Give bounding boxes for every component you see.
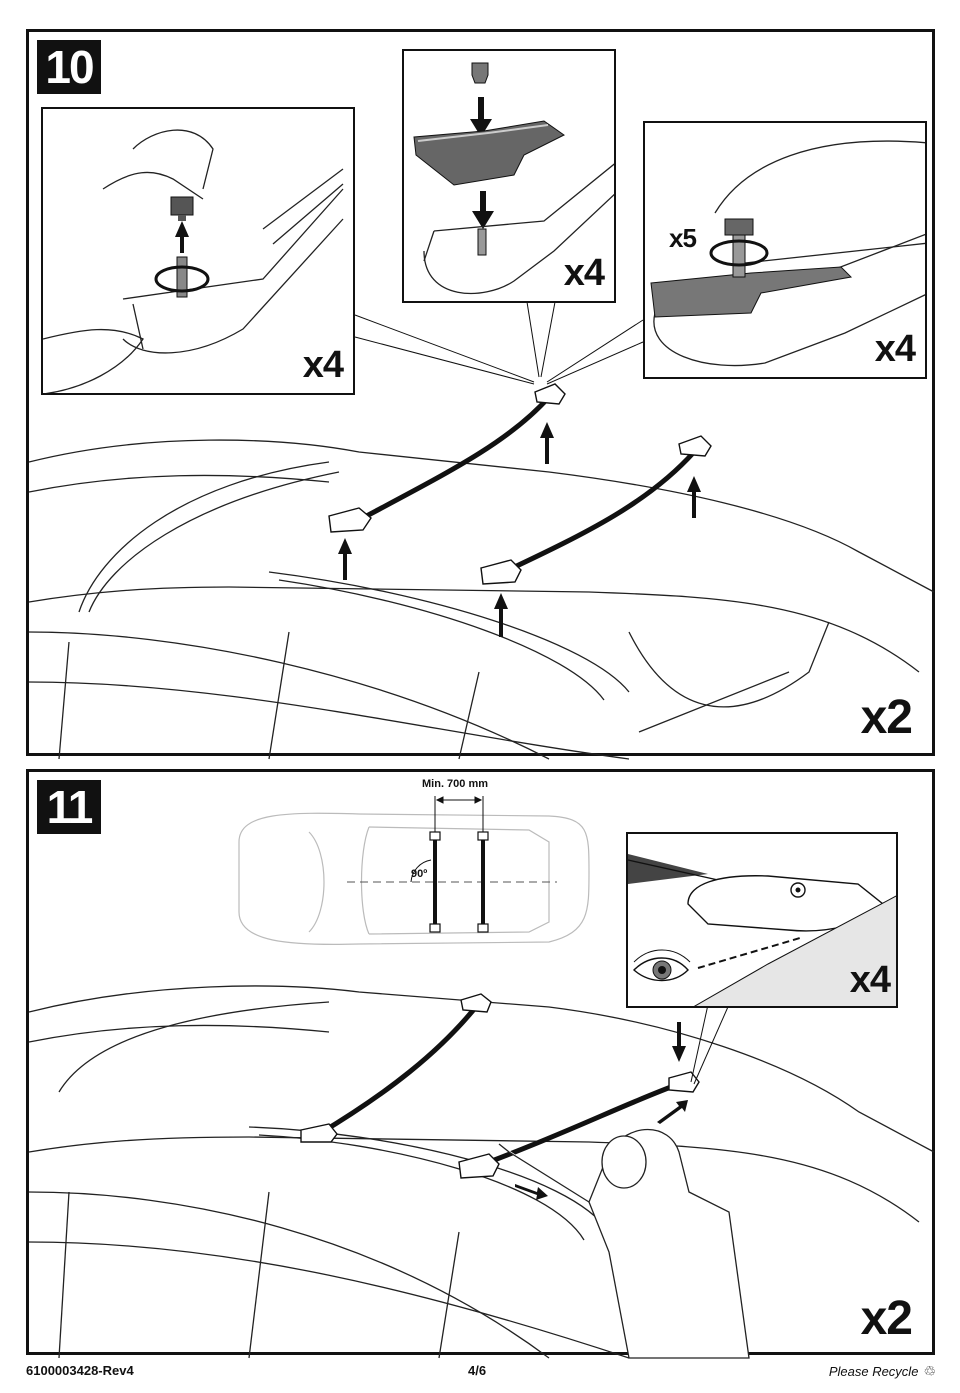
min-distance-label: Min. 700 mm bbox=[422, 778, 489, 790]
inset-quantity: x4 bbox=[849, 959, 891, 1001]
step-quantity: x2 bbox=[860, 691, 913, 744]
document-code: 6100003428-Rev4 bbox=[26, 1363, 134, 1378]
inset-quantity: x4 bbox=[874, 328, 916, 370]
arrow-down-icon bbox=[677, 1022, 681, 1048]
step-number: 11 bbox=[37, 780, 101, 834]
car-roof-illustration bbox=[28, 301, 935, 760]
inset-quantity: x4 bbox=[563, 252, 605, 294]
recycle-icon: ♲ bbox=[923, 1363, 936, 1379]
thumb-screw-icon bbox=[170, 196, 194, 216]
arrow-up-icon bbox=[338, 422, 701, 637]
turns-label: x5 bbox=[669, 223, 697, 253]
inset-quantity: x4 bbox=[302, 344, 344, 386]
arrow-up-icon bbox=[657, 1100, 688, 1124]
eye-icon bbox=[632, 949, 691, 982]
rotation-arrow-icon bbox=[154, 265, 210, 293]
nut-tighten-illustration bbox=[650, 140, 925, 367]
inset-insert-pad: x4 bbox=[402, 49, 616, 303]
alignment-check-illustration bbox=[628, 854, 896, 1006]
car-top-view-diagram bbox=[28, 796, 935, 1359]
inset-check-alignment: x4 bbox=[626, 832, 898, 1008]
foot-screw-illustration bbox=[43, 129, 344, 393]
recycle-note: Please Recycle ♲ bbox=[829, 1363, 936, 1380]
page-number: 4/6 bbox=[468, 1363, 487, 1378]
step-quantity: x2 bbox=[860, 1292, 913, 1345]
step-11-panel: 11 bbox=[26, 769, 935, 1359]
inset-tighten-screw: x4 bbox=[41, 107, 355, 395]
pad-insert-illustration bbox=[413, 62, 614, 295]
thumb-screw-icon bbox=[724, 218, 754, 236]
step-10-panel: 10 bbox=[26, 29, 935, 760]
step-number: 10 bbox=[37, 40, 101, 94]
inset-tighten-nut: x5 x4 bbox=[643, 121, 927, 379]
recycle-label: Please Recycle bbox=[828, 1364, 919, 1379]
thumb-screw-icon bbox=[471, 62, 489, 84]
rotation-arrow-icon bbox=[709, 239, 769, 267]
angle-label: 90º bbox=[411, 868, 428, 880]
